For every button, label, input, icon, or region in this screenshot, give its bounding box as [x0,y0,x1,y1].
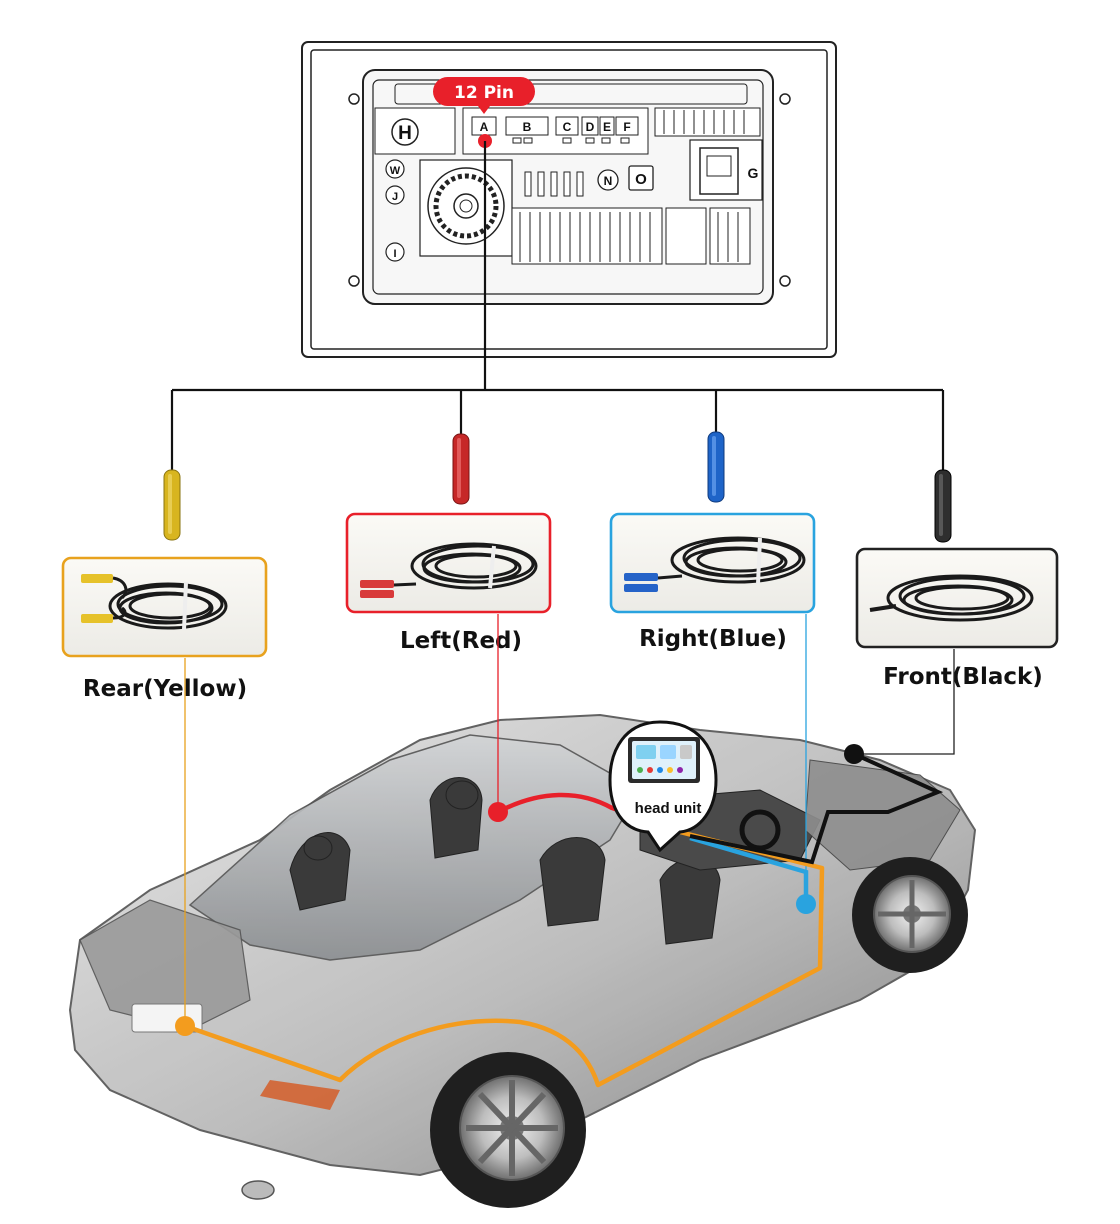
left-camera-wire-route [496,792,681,835]
port-n-icon [597,169,619,191]
port-d-label: D [586,120,595,134]
cable-coil-left [410,542,538,590]
port-g-label: G [748,165,759,181]
port-w-label: W [390,165,401,177]
rear-wheel [430,1052,586,1208]
left-camera-cable-box [345,512,552,614]
car-cutaway-illustration [68,713,977,1208]
rear-camera-mount-dot [175,1016,195,1036]
port-j-icon [385,185,405,205]
rca-plug-rear [163,469,181,541]
rear-camera-wire-route [184,829,825,1088]
port-j-label: J [392,191,398,203]
port-n-label: N [604,174,613,188]
right-camera-wire-route [689,835,809,904]
front-camera-label: Front(Black) [883,664,1043,690]
rca-plug-right [707,431,725,503]
front-camera-wire-route [689,752,944,865]
port-h-icon [391,118,419,146]
port-a-label: A [480,120,489,134]
12-pin-badge-text: 12 Pin [454,83,514,103]
rear-camera-label: Rear(Yellow) [83,676,247,702]
port-h-label: H [398,123,412,144]
exhaust-pipe [241,1180,275,1200]
ethernet-port-icon [699,147,739,195]
cable-coil-rear [108,582,228,630]
port-i-label: I [393,248,396,260]
head-unit-back-panel: H W J I A B C D E F [301,41,837,358]
vent-grille-top [654,107,761,137]
vent-slots [524,171,584,197]
car-seats [289,777,721,945]
port-f-label: F [623,120,630,134]
cooling-fan-icon [427,167,505,245]
tail-light [260,1080,340,1110]
front-camera-guide-line [854,649,955,755]
front-camera-cable-box [855,547,1059,649]
port-c-label: C [563,120,572,134]
splitter-harness [170,141,945,470]
cable-coil-right [670,536,806,584]
head-unit-bubble: head unit [608,720,718,853]
left-camera-mount-dot [488,802,508,822]
pin-connectors [471,116,639,144]
port-e-label: E [603,120,611,134]
left-camera-label: Left(Red) [400,628,522,654]
right-camera-mount-dot [796,894,816,914]
mounting-screws [348,93,791,287]
rca-plug-left [452,433,470,505]
right-camera-label: Right(Blue) [639,626,787,652]
port-w-icon [385,159,405,179]
front-wheel [852,857,968,973]
rear-camera-cable-box [61,556,268,658]
12-pin-badge: 12 Pin [433,77,535,114]
cable-coil-front [886,574,1034,622]
heatsink [511,207,751,265]
rca-plug-front [934,469,952,543]
port-i-icon [385,242,405,262]
head-unit-label: head unit [635,800,702,817]
port-o-label: O [635,171,647,188]
right-camera-cable-box [609,512,816,614]
port-b-label: B [523,120,532,134]
front-camera-mount-dot [844,744,864,764]
